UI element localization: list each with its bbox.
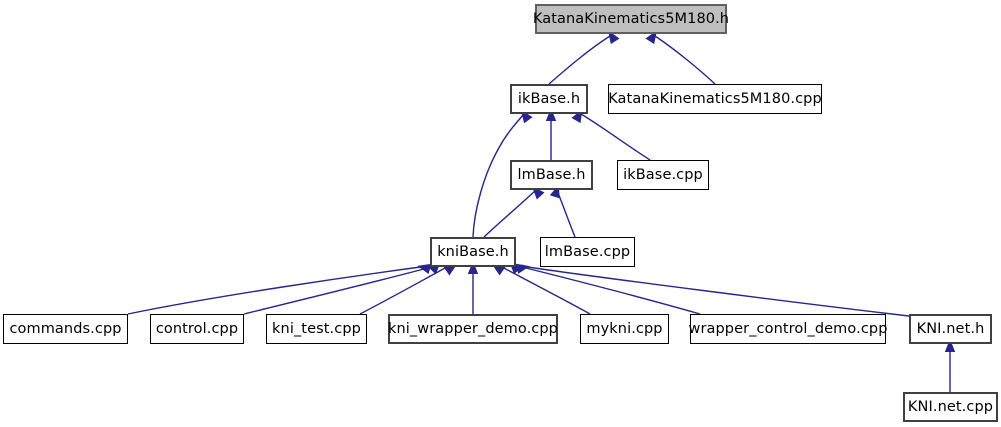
node-label: wrapper_control_demo.cpp: [688, 320, 888, 337]
node-control[interactable]: control.cpp: [150, 314, 244, 344]
node-label: KatanaKinematics5M180.h: [532, 10, 730, 27]
node-ikbase_h[interactable]: ikBase.h: [510, 84, 588, 114]
edge-mykni-to-knibase_h: [501, 266, 591, 315]
node-knibase_h[interactable]: kniBase.h: [430, 237, 516, 267]
node-label: mykni.cpp: [586, 320, 663, 337]
node-label: KatanaKinematics5M180.cpp: [608, 90, 822, 107]
node-label: kni_wrapper_demo.cpp: [388, 320, 558, 337]
node-label: kni_test.cpp: [272, 320, 361, 337]
node-wrap_ctrl[interactable]: wrapper_control_demo.cpp: [688, 314, 888, 344]
edge-knibase_h-to-ikbase_h: [472, 113, 525, 238]
node-kni_test[interactable]: kni_test.cpp: [266, 314, 367, 344]
edge-lmbase_cpp-to-lmbase_h: [556, 189, 576, 238]
edge-knibase_h-to-lmbase_h: [483, 189, 537, 238]
edge-ikbase_cpp-to-ikBase_h: [580, 113, 651, 161]
edge-katana_cpp-to-katana_h: [654, 35, 716, 85]
node-lmbase_cpp[interactable]: lmBase.cpp: [540, 237, 635, 267]
node-lmbase_h[interactable]: lmBase.h: [510, 160, 593, 190]
edge-ikbase_h-to-katana_h: [548, 35, 611, 85]
node-commands[interactable]: commands.cpp: [3, 314, 128, 344]
node-kni_net_cpp[interactable]: KNI.net.cpp: [903, 392, 998, 422]
node-kni_net_h[interactable]: KNI.net.h: [909, 314, 992, 344]
arrowhead: [425, 264, 440, 275]
node-kni_wrap[interactable]: kni_wrapper_demo.cpp: [388, 314, 558, 344]
node-label: lmBase.cpp: [544, 243, 631, 260]
edge-wrap_ctrl-to-knibase_h: [517, 265, 701, 315]
node-katana_cpp[interactable]: KatanaKinematics5M180.cpp: [608, 84, 822, 114]
node-katana_h[interactable]: KatanaKinematics5M180.h: [532, 4, 730, 34]
node-label: ikBase.cpp: [623, 166, 703, 183]
node-ikbase_cpp[interactable]: ikBase.cpp: [617, 160, 709, 190]
node-label: KNI.net.h: [916, 320, 985, 337]
arrowhead: [944, 339, 956, 352]
arrowhead: [467, 261, 479, 274]
node-label: commands.cpp: [9, 320, 122, 337]
edge-commands-to-knibase_h: [127, 265, 429, 315]
edge-kni_test-to-knibase_h: [359, 266, 448, 315]
arrowhead: [516, 263, 530, 274]
edge-control-to-knibase_h: [243, 265, 436, 315]
node-label: control.cpp: [155, 320, 239, 337]
node-label: kniBase.h: [437, 243, 509, 260]
edge-kni_net_h-to-knibase_h: [520, 265, 910, 317]
arrowhead: [545, 108, 557, 121]
node-label: lmBase.h: [517, 166, 586, 183]
node-mykni[interactable]: mykni.cpp: [580, 314, 669, 344]
node-label: ikBase.h: [517, 90, 581, 107]
node-label: KNI.net.cpp: [907, 398, 994, 415]
